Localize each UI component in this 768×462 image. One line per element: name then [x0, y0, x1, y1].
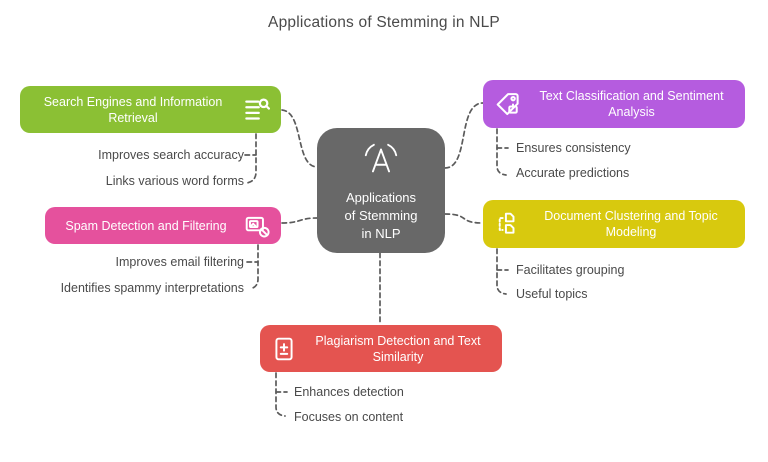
- connector-spam-to-center: [281, 217, 318, 224]
- node-spam-detection[interactable]: Spam Detection and Filtering: [45, 207, 281, 244]
- connector-search-to-center: [281, 109, 318, 168]
- list-item: Useful topics: [516, 287, 588, 301]
- list-item: Improves search accuracy: [98, 148, 244, 162]
- node-plagiarism-detection[interactable]: Plagiarism Detection and Text Similarity: [260, 325, 502, 372]
- node-label: Text Classification and Sentiment Analys…: [539, 89, 724, 119]
- node-label: Search Engines and Information Retrieval: [43, 94, 223, 125]
- node-text-classification[interactable]: Text Classification and Sentiment Analys…: [483, 80, 745, 128]
- list-item: Focuses on content: [294, 410, 404, 424]
- list-search-icon: [243, 96, 270, 123]
- list-item: Links various word forms: [105, 174, 244, 188]
- node-label: Spam Detection and Filtering: [65, 218, 227, 233]
- node-search-engines[interactable]: Search Engines and Information Retrieval: [20, 86, 281, 133]
- node-center-applications[interactable]: Applications of Stemming in NLP: [317, 128, 445, 253]
- files-cluster-icon: [494, 211, 520, 237]
- node-document-clustering[interactable]: Document Clustering and Topic Modeling: [483, 200, 745, 248]
- connector-group: [244, 102, 509, 417]
- center-label-line3: in NLP: [361, 225, 401, 241]
- tag-bot-icon: [494, 91, 521, 118]
- stemming-a-icon: [357, 141, 405, 184]
- connector-center-to-clustering: [444, 213, 484, 224]
- center-label-line2: of Stemming: [344, 207, 418, 223]
- list-item: Facilitates grouping: [516, 263, 625, 277]
- list-item: Improves email filtering: [115, 255, 244, 269]
- document-plusminus-icon: [271, 336, 297, 362]
- node-label: Plagiarism Detection and Text Similarity: [315, 333, 481, 364]
- connector-search-items: [246, 133, 257, 184]
- center-node-label: Applications of Stemming in NLP: [345, 189, 418, 243]
- connector-spam-items: [249, 244, 259, 290]
- node-label: Document Clustering and Topic Modeling: [544, 209, 718, 239]
- diagram-title: Applications of Stemming in NLP: [268, 14, 500, 31]
- list-item: Enhances detection: [294, 385, 404, 399]
- connector-center-to-classification: [444, 102, 484, 169]
- center-label-line1: Applications: [345, 190, 417, 205]
- connector-plagiarism-items: [275, 372, 286, 417]
- list-item: Accurate predictions: [516, 166, 630, 180]
- connector-classification-items: [496, 128, 507, 176]
- connector-clustering-items: [496, 248, 507, 295]
- list-item: Identifies spammy interpretations: [60, 281, 244, 295]
- list-item: Ensures consistency: [516, 141, 631, 155]
- mail-block-icon: [244, 213, 270, 239]
